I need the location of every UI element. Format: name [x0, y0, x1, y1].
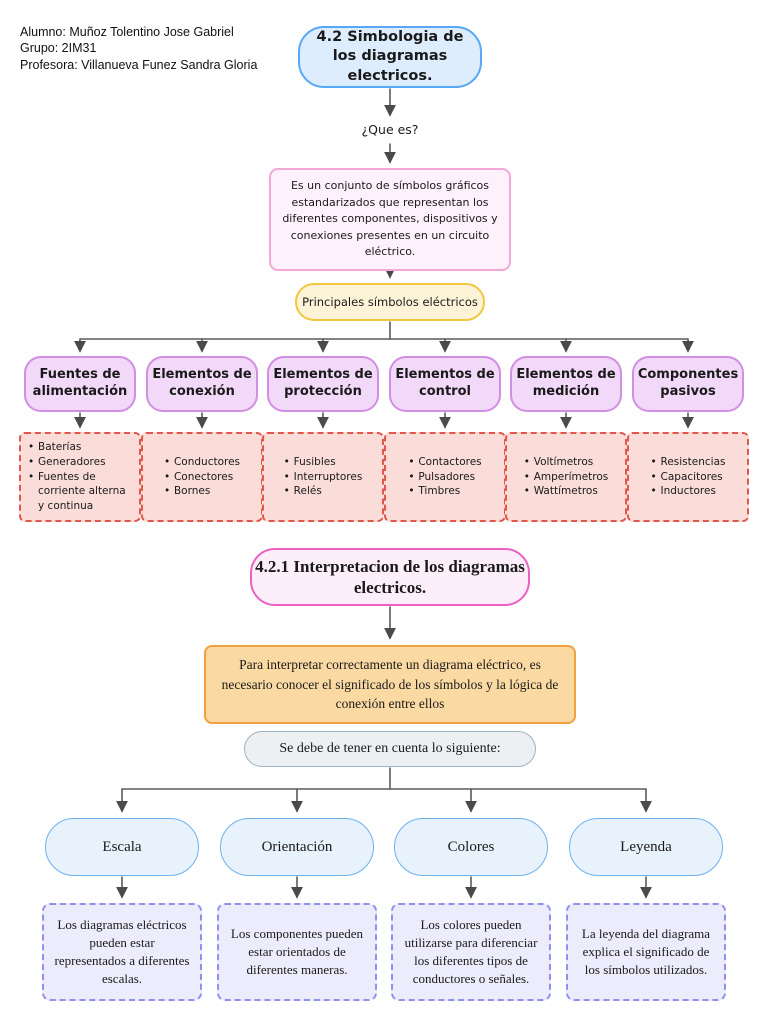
list-item: Pulsadores — [408, 470, 481, 485]
teacher-name: Profesora: Villanueva Funez Sandra Glori… — [20, 57, 258, 72]
list-item: Interruptores — [284, 470, 363, 485]
item-list: Conductores Conectores Bornes — [164, 455, 240, 500]
category-node-control: Elementos de control — [389, 356, 501, 412]
item-list: Voltímetros Amperímetros Wattímetros — [524, 455, 609, 500]
list-item: Voltímetros — [524, 455, 609, 470]
student-name: Alumno: Muñoz Tolentino Jose Gabriel — [20, 25, 234, 39]
interpretation-title-node: 4.2.1 Interpretacion de los diagramas el… — [250, 548, 530, 606]
category-node-fuentes: Fuentes de alimentación — [24, 356, 136, 412]
list-item: Timbres — [408, 484, 481, 499]
list-item: Inductores — [651, 484, 726, 499]
item-list: Resistencias Capacitores Inductores — [651, 455, 726, 500]
definition-node: Es un conjunto de símbolos gráficos esta… — [269, 168, 511, 271]
category-node-proteccion: Elementos de protección — [267, 356, 379, 412]
symbols-header-node: Principales símbolos eléctricos — [295, 283, 485, 321]
list-item: Baterías — [28, 440, 132, 455]
item-list: Contactores Pulsadores Timbres — [408, 455, 481, 500]
aspect-desc-colores: Los colores pueden utilizarse para difer… — [391, 903, 551, 1001]
list-item: Conductores — [164, 455, 240, 470]
aspect-node-colores: Colores — [394, 818, 548, 876]
list-item: Fuentes de corriente alterna y continua — [28, 470, 132, 515]
category-node-pasivos: Componentes pasivos — [632, 356, 744, 412]
category-items-conexion: Conductores Conectores Bornes — [141, 432, 263, 522]
category-node-conexion: Elementos de conexión — [146, 356, 258, 412]
item-list: Baterías Generadores Fuentes de corrient… — [28, 440, 132, 515]
category-items-pasivos: Resistencias Capacitores Inductores — [627, 432, 749, 522]
list-item: Relés — [284, 484, 363, 499]
aspect-desc-escala: Los diagramas eléctricos pueden estar re… — [42, 903, 202, 1001]
list-item: Conectores — [164, 470, 240, 485]
category-items-proteccion: Fusibles Interruptores Relés — [262, 432, 384, 522]
aspect-node-orientacion: Orientación — [220, 818, 374, 876]
main-title-node: 4.2 Simbologia de los diagramas electric… — [298, 26, 482, 88]
interpretation-intro-node: Para interpretar correctamente un diagra… — [204, 645, 576, 724]
category-items-control: Contactores Pulsadores Timbres — [384, 432, 506, 522]
note-pill-node: Se debe de tener en cuenta lo siguiente: — [244, 731, 536, 767]
list-item: Capacitores — [651, 470, 726, 485]
list-item: Generadores — [28, 455, 132, 470]
student-group: Grupo: 2IM31 — [20, 41, 97, 56]
aspect-node-leyenda: Leyenda — [569, 818, 723, 876]
aspect-desc-leyenda: La leyenda del diagrama explica el signi… — [566, 903, 726, 1001]
list-item: Amperímetros — [524, 470, 609, 485]
category-node-medicion: Elementos de medición — [510, 356, 622, 412]
category-items-fuentes: Baterías Generadores Fuentes de corrient… — [19, 432, 141, 522]
aspect-node-escala: Escala — [45, 818, 199, 876]
list-item: Bornes — [164, 484, 240, 499]
list-item: Resistencias — [651, 455, 726, 470]
category-items-medicion: Voltímetros Amperímetros Wattímetros — [505, 432, 627, 522]
list-item: Wattímetros — [524, 484, 609, 499]
list-item: Contactores — [408, 455, 481, 470]
list-item: Fusibles — [284, 455, 363, 470]
item-list: Fusibles Interruptores Relés — [284, 455, 363, 500]
aspect-desc-orientacion: Los componentes pueden estar orientados … — [217, 903, 377, 1001]
question-label: ¿Que es? — [361, 122, 419, 137]
student-info: Alumno: Muñoz Tolentino Jose Gabriel Gru… — [20, 24, 260, 73]
